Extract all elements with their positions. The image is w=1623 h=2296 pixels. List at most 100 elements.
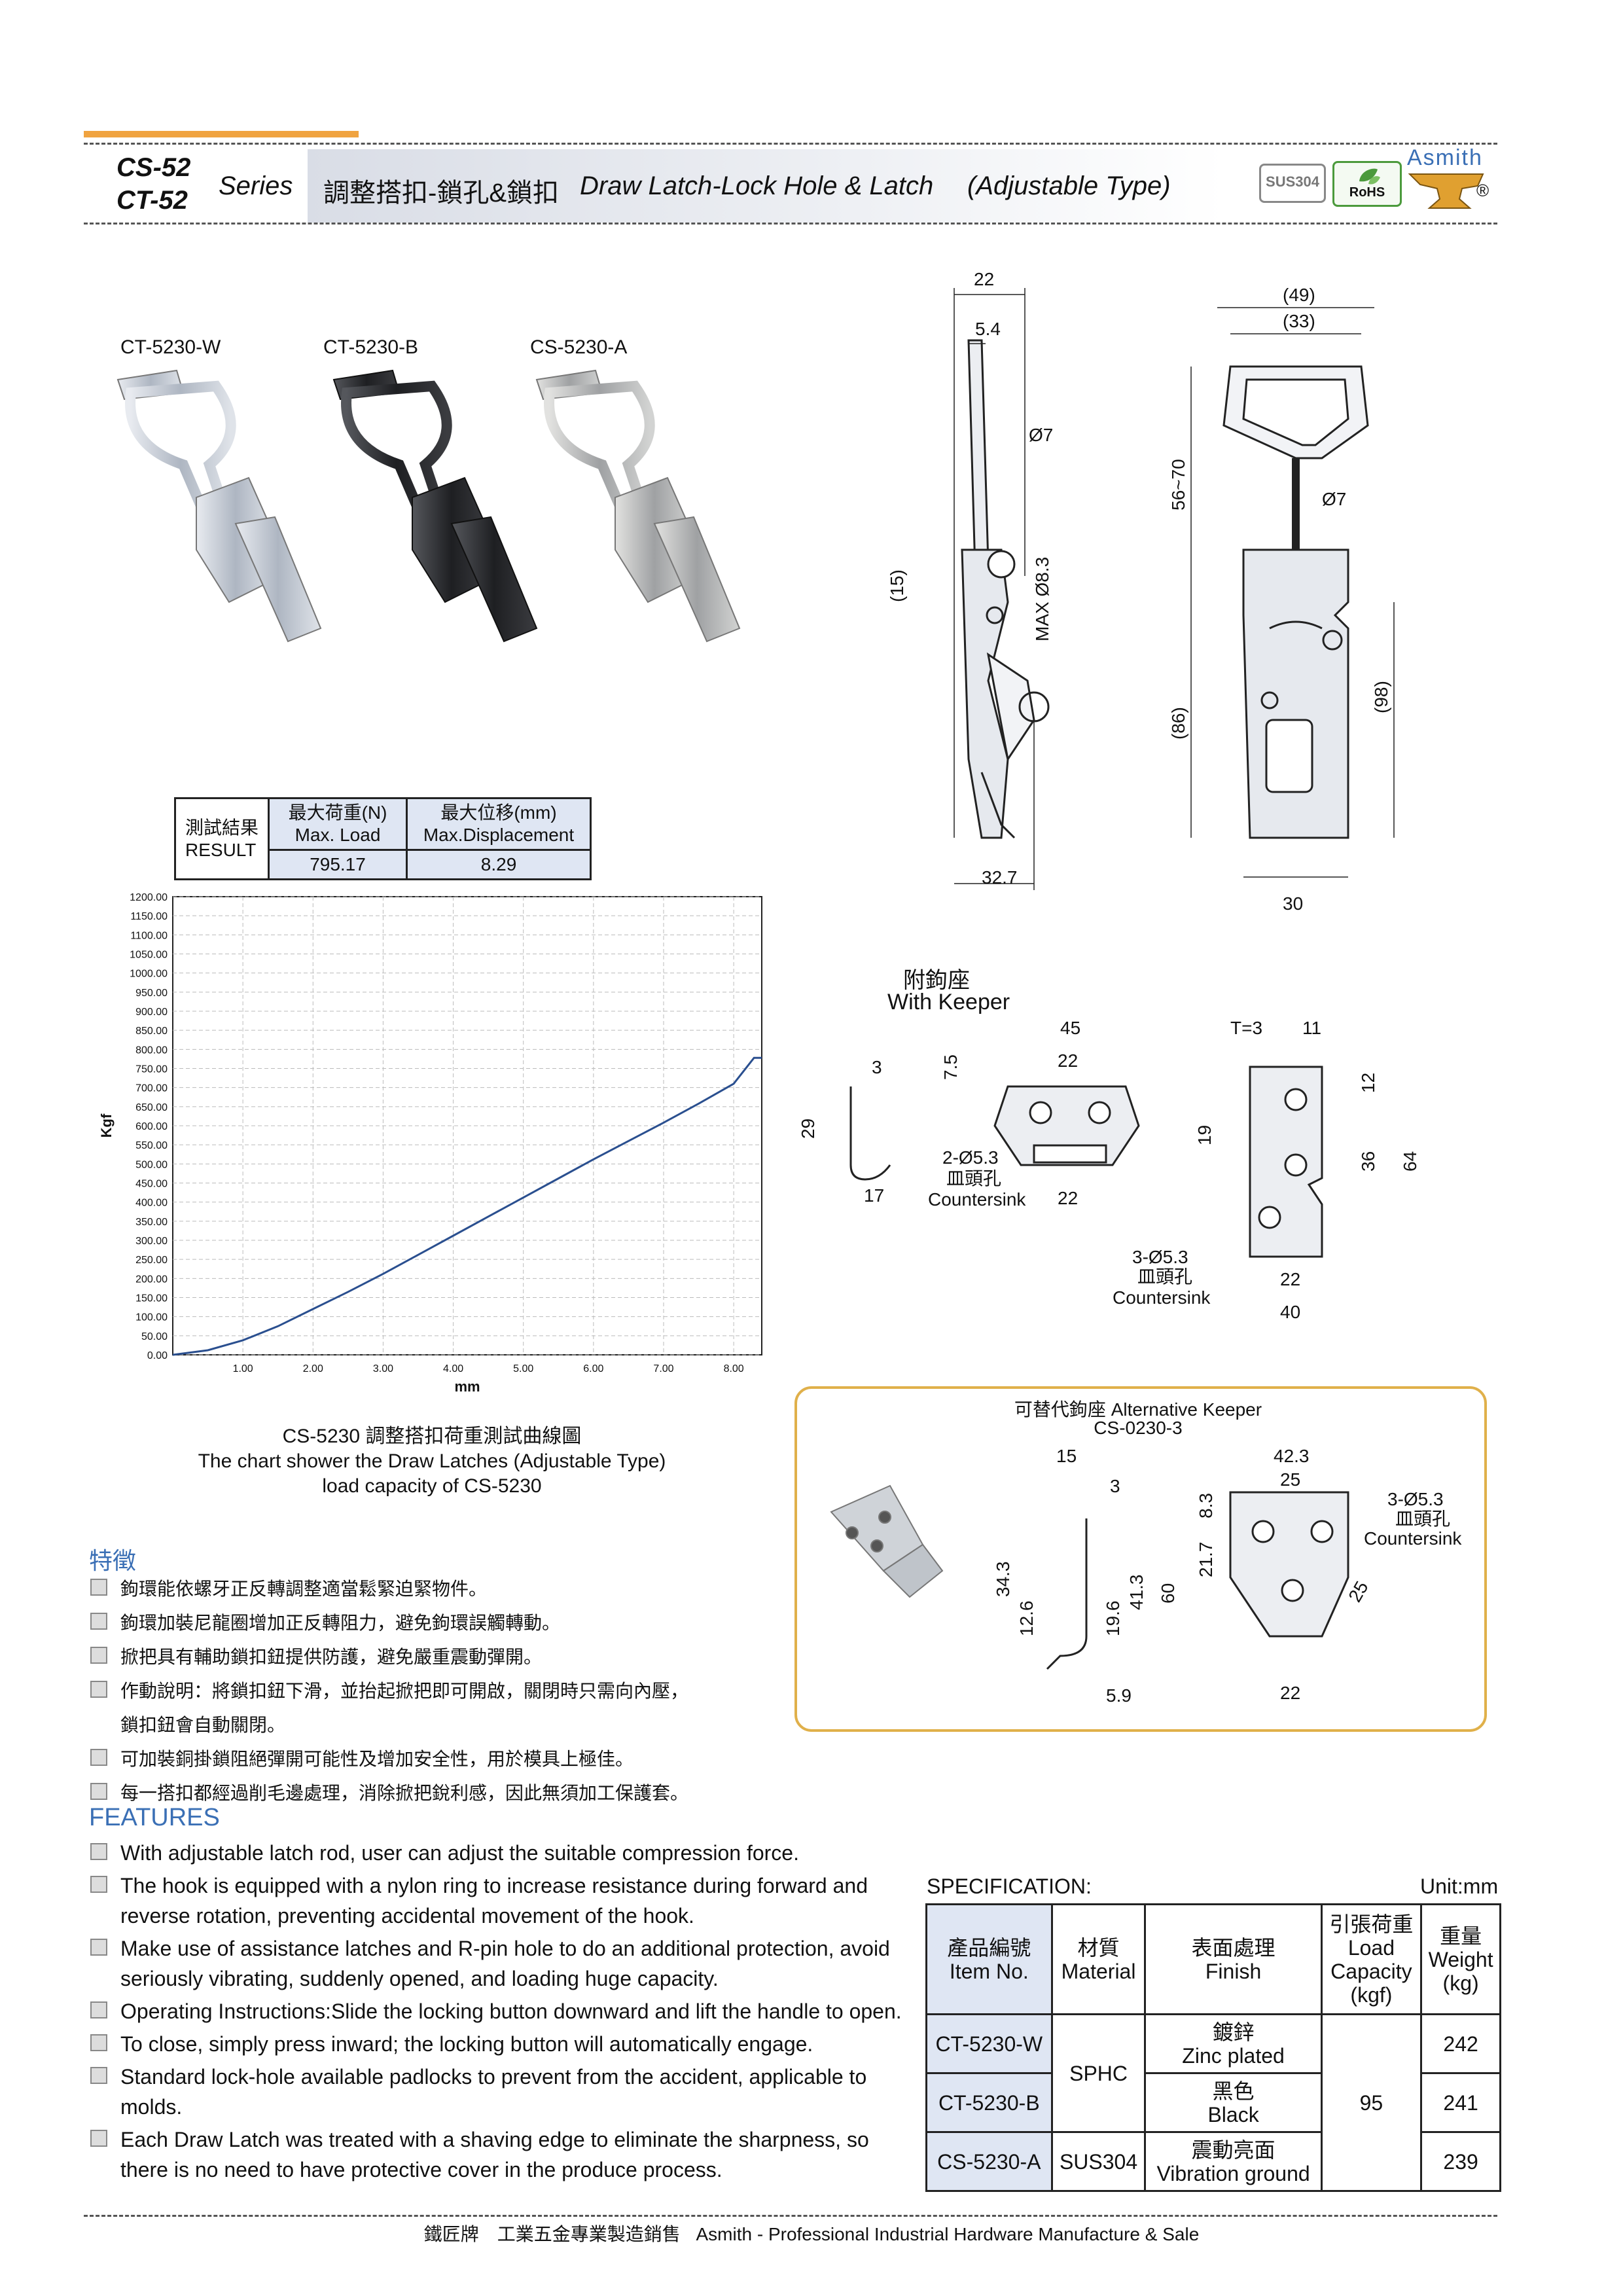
alt-keeper-front [1229, 1491, 1349, 1638]
alt-keeper-code: CS-0230-3 [1094, 1418, 1183, 1438]
spec-head-cap-en1: Load [1347, 1935, 1395, 1960]
keeper-side-view [849, 1086, 891, 1181]
keeper-dim-22a: 22 [1058, 1050, 1078, 1071]
max-load-header: 最大荷重(N)Max. Load [268, 797, 408, 851]
y-tick-label: 550.00 [135, 1140, 168, 1151]
spec-head-w-en2: (kg) [1442, 1971, 1479, 1995]
y-tick-label: 500.00 [135, 1159, 168, 1170]
footer-cn: 鐵匠牌 工業五金專業製造銷售 [423, 2224, 681, 2244]
y-tick-label: 950.00 [135, 988, 168, 999]
alt-cs-en: Countersink [1364, 1528, 1462, 1549]
alt-keeper-drawings: 15 3 34.3 12.6 19.6 41.3 60 5.9 42.3 25 … [830, 1446, 1462, 1706]
alternative-keeper-box [794, 1386, 1487, 1732]
leaf-icon [1359, 168, 1380, 185]
spec-item-cell: CT-5230-W [925, 2013, 1053, 2074]
keeper-dim-40: 40 [1280, 1302, 1300, 1322]
side-dim-lines [954, 288, 1035, 890]
features-en-list: With adjustable latch rod, user can adju… [90, 1838, 902, 2187]
alt-cs-cn: 皿頭孔 [1395, 1509, 1450, 1529]
feature-en-item: Make use of assistance latches and R-pin… [90, 1933, 902, 1994]
front-view [1222, 365, 1369, 839]
sus304-badge: SUS304 [1259, 164, 1326, 203]
series-code-1: CS-52 [116, 153, 191, 182]
series-code-2: CT-52 [116, 186, 188, 215]
feature-cn-item: 掀把具有輔助鎖扣鈕提供防護，避免嚴重震動彈開。 [90, 1641, 876, 1673]
alt-keeper-photo [830, 1484, 944, 1598]
alt-dim-19-6: 19.6 [1103, 1601, 1123, 1637]
x-tick-label: 6.00 [583, 1363, 603, 1374]
spec-head-w-en1: Weight [1428, 1947, 1493, 1971]
x-tick-label: 1.00 [233, 1363, 253, 1374]
keeper-dim-t3: T=3 [1230, 1018, 1262, 1038]
keeper-top-view [993, 1085, 1140, 1166]
alt-cs-count: 3-Ø5.3 [1387, 1489, 1444, 1509]
keeper-title-en: With Keeper [887, 990, 1010, 1014]
spec-finish-cn: 黑色 [1212, 2079, 1255, 2103]
keeper-dim-12: 12 [1358, 1073, 1378, 1093]
max-disp-header: 最大位移(mm)Max.Displacement [406, 797, 592, 851]
alt-dim-8-3: 8.3 [1196, 1493, 1216, 1518]
result-label-en: RESULT [185, 839, 257, 860]
side-dim-dia7: Ø7 [1029, 425, 1053, 445]
spec-head-cap-cn: 引張荷重 [1329, 1912, 1414, 1936]
anvil-logo [1408, 173, 1484, 209]
keeper-dim-17: 17 [864, 1185, 884, 1206]
y-tick-label: 350.00 [135, 1217, 168, 1228]
brand-name: Asmith [1407, 145, 1483, 170]
spec-head-mat-cn: 材質 [1077, 1935, 1120, 1960]
latch-body-view [1249, 1066, 1323, 1258]
keeper-dim-19: 19 [1194, 1125, 1215, 1145]
max-load-en: Max. Load [294, 825, 381, 845]
rohs-badge: RoHS [1332, 161, 1402, 207]
keeper-dim-11: 11 [1302, 1018, 1321, 1038]
spec-finish-en: Black [1207, 2102, 1259, 2126]
product-image-w [116, 369, 322, 643]
spec-head-mat-en: Material [1061, 1959, 1136, 1983]
keeper-dim-29: 29 [798, 1119, 818, 1139]
side-view [961, 339, 1050, 839]
y-tick-label: 1000.00 [130, 969, 168, 980]
front-dim-lines [1190, 307, 1395, 878]
x-tick-label: 7.00 [653, 1363, 673, 1374]
feature-cn-item: 可加裝銅掛鎖阻絕彈開可能性及增加安全性，用於模具上極佳。 [90, 1744, 876, 1775]
result-label-cn: 測試結果 [185, 817, 259, 838]
chart-caption-en1: The chart shower the Draw Latches (Adjus… [198, 1450, 666, 1472]
registered-mark: ® [1476, 181, 1489, 200]
feature-en-item: To close, simply press inward; the locki… [90, 2029, 902, 2059]
y-tick-label: 1050.00 [130, 950, 168, 961]
feature-en-item: Standard lock-hole available padlocks to… [90, 2062, 902, 2122]
spec-weight-cell: 239 [1420, 2131, 1501, 2192]
spec-unit: Unit:mm [1420, 1874, 1499, 1898]
alt-dim-21-7: 21.7 [1196, 1542, 1216, 1578]
alt-dim-41-3: 41.3 [1126, 1575, 1147, 1611]
spec-head-cap-en3: (kgf) [1350, 1982, 1393, 2007]
side-dim-32-7: 32.7 [982, 867, 1018, 888]
feature-cn-item: 作動說明：將鎖扣鈕下滑，並抬起掀把即可開啟，關閉時只需向內壓， [90, 1676, 876, 1707]
keeper-cs-en: Countersink [928, 1189, 1026, 1210]
feature-en-item: The hook is equipped with a nylon ring t… [90, 1871, 902, 1931]
footer-divider [84, 2215, 1497, 2217]
footer-en: Asmith - Professional Industrial Hardwar… [696, 2224, 1200, 2244]
keeper-dim-22b: 22 [1058, 1188, 1078, 1208]
keeper-title-cn: 附鉤座 [903, 968, 970, 993]
feature-en-item: With adjustable latch rod, user can adju… [90, 1838, 902, 1868]
alt-dim-5-9: 5.9 [1106, 1685, 1132, 1706]
alt-dim-3: 3 [1110, 1476, 1120, 1496]
keeper-dim-45: 45 [1060, 1018, 1080, 1038]
footer-text: 鐵匠牌 工業五金專業製造銷售 Asmith - Professional Ind… [0, 2220, 1623, 2246]
spec-finish-cn: 震動亮面 [1191, 2138, 1275, 2162]
feature-en-item: Each Draw Latch was treated with a shavi… [90, 2125, 902, 2185]
title-en: Draw Latch-Lock Hole & Latch [580, 171, 934, 200]
spec-head-item-cn: 產品編號 [947, 1935, 1031, 1960]
side-dim-text: 22 5.4 Ø7 (15) MAX Ø8.3 32.7 [887, 269, 1053, 888]
alt-keeper-title: 可替代鉤座 Alternative Keeper [1014, 1399, 1262, 1420]
y-tick-label: 850.00 [135, 1026, 168, 1037]
alt-keeper-dim-text: 15 3 34.3 12.6 19.6 41.3 60 5.9 42.3 25 … [993, 1446, 1462, 1706]
y-tick-label: 1200.00 [130, 892, 168, 903]
keeper-dim-22c: 22 [1280, 1269, 1300, 1289]
spec-title: SPECIFICATION: [927, 1874, 1092, 1898]
